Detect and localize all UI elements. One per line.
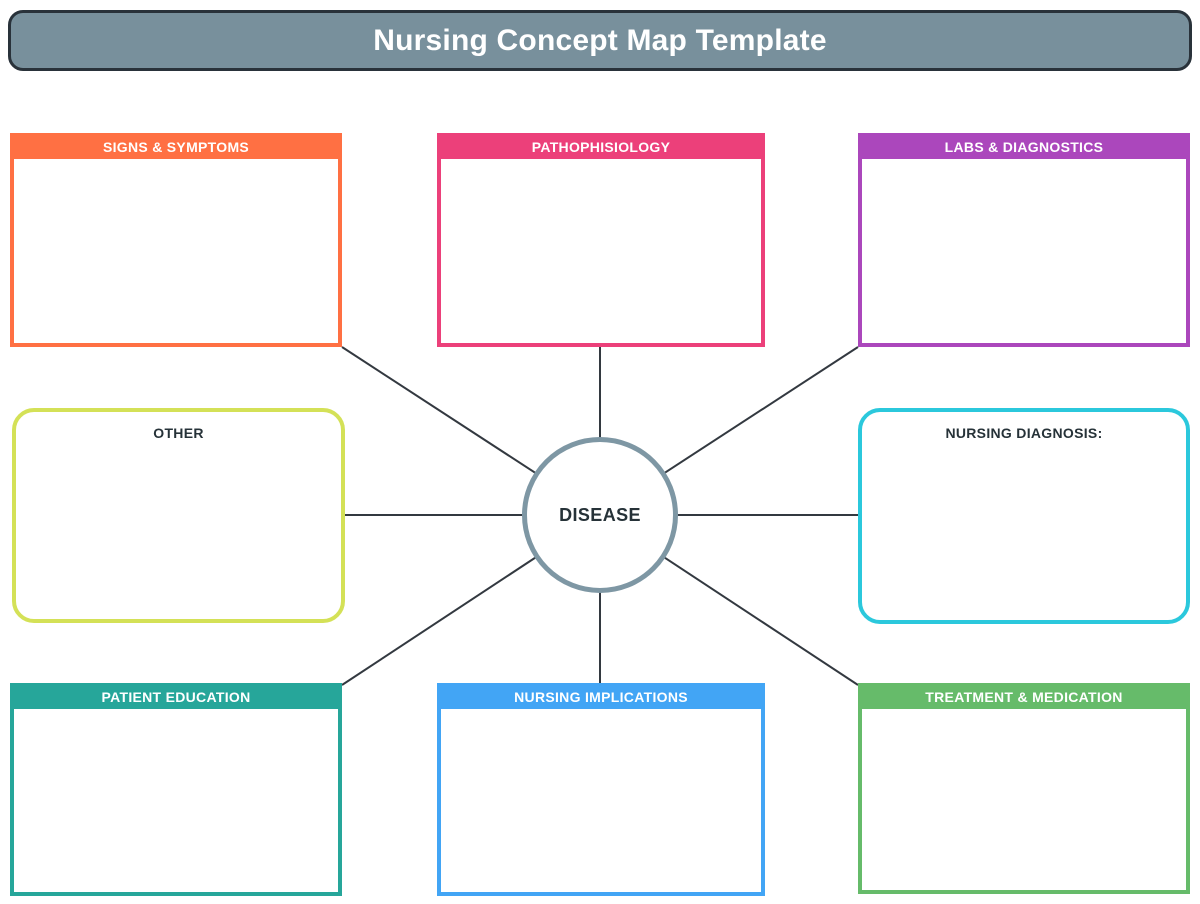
nursing-implications-content-area[interactable] — [441, 709, 761, 892]
signs-symptoms-header: SIGNS & SYMPTOMS — [13, 136, 339, 160]
treatment-medication-content-area[interactable] — [862, 709, 1186, 890]
treatment-medication-box[interactable]: TREATMENT & MEDICATION — [858, 683, 1190, 894]
patient-education-header: PATIENT EDUCATION — [13, 686, 339, 710]
nursing-implications-header: NURSING IMPLICATIONS — [440, 686, 762, 710]
pathophisiology-title: PATHOPHISIOLOGY — [531, 139, 671, 155]
disease-label: DISEASE — [559, 504, 641, 525]
title-bar: Nursing Concept Map Template — [8, 10, 1192, 71]
labs-diagnostics-header: LABS & DIAGNOSTICS — [861, 136, 1187, 160]
treatment-medication-header: TREATMENT & MEDICATION — [861, 686, 1187, 710]
disease-center-node[interactable]: DISEASE — [522, 437, 678, 593]
nursing-diagnosis-box[interactable]: NURSING DIAGNOSIS: — [858, 408, 1190, 624]
patient-education-title: PATIENT EDUCATION — [101, 689, 251, 705]
signs-symptoms-box[interactable]: SIGNS & SYMPTOMS — [10, 133, 342, 347]
labs-diagnostics-box[interactable]: LABS & DIAGNOSTICS — [858, 133, 1190, 347]
page-title: Nursing Concept Map Template — [373, 23, 827, 57]
signs-symptoms-content-area[interactable] — [14, 159, 338, 343]
pathophisiology-box[interactable]: PATHOPHISIOLOGY — [437, 133, 765, 347]
pathophisiology-content-area[interactable] — [441, 159, 761, 343]
labs-diagnostics-content-area[interactable] — [862, 159, 1186, 343]
other-box[interactable]: OTHER — [12, 408, 345, 623]
nursing-implications-box[interactable]: NURSING IMPLICATIONS — [437, 683, 765, 896]
patient-education-box[interactable]: PATIENT EDUCATION — [10, 683, 342, 896]
signs-symptoms-title: SIGNS & SYMPTOMS — [102, 139, 250, 155]
patient-education-content-area[interactable] — [14, 709, 338, 892]
labs-diagnostics-title: LABS & DIAGNOSTICS — [944, 139, 1104, 155]
other-title: OTHER — [153, 425, 204, 441]
treatment-medication-title: TREATMENT & MEDICATION — [925, 689, 1123, 705]
nursing-diagnosis-title: NURSING DIAGNOSIS: — [945, 425, 1103, 441]
nursing-implications-title: NURSING IMPLICATIONS — [514, 689, 688, 705]
pathophisiology-header: PATHOPHISIOLOGY — [440, 136, 762, 160]
